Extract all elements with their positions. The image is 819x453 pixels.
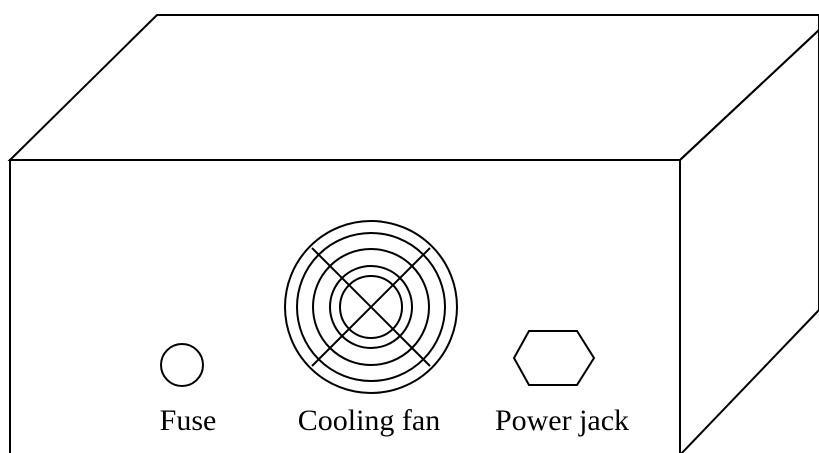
fan-ring-2 — [296, 232, 446, 382]
fuse-label: Fuse — [159, 404, 217, 437]
fan-ring-inner — [339, 275, 403, 339]
box-side-face — [679, 28, 819, 453]
cooling-fan-label: Cooling fan — [297, 404, 441, 437]
fuse-icon — [160, 343, 204, 387]
power-jack-icon — [512, 330, 596, 386]
cooling-fan-icon — [284, 220, 458, 394]
fan-ring-4 — [329, 265, 413, 349]
power-jack-label: Power jack — [494, 404, 630, 437]
fan-cross-bar-2 — [311, 247, 431, 367]
fan-ring-3 — [312, 248, 430, 366]
box-top-face — [7, 14, 819, 161]
fan-ring-outer — [284, 220, 458, 394]
